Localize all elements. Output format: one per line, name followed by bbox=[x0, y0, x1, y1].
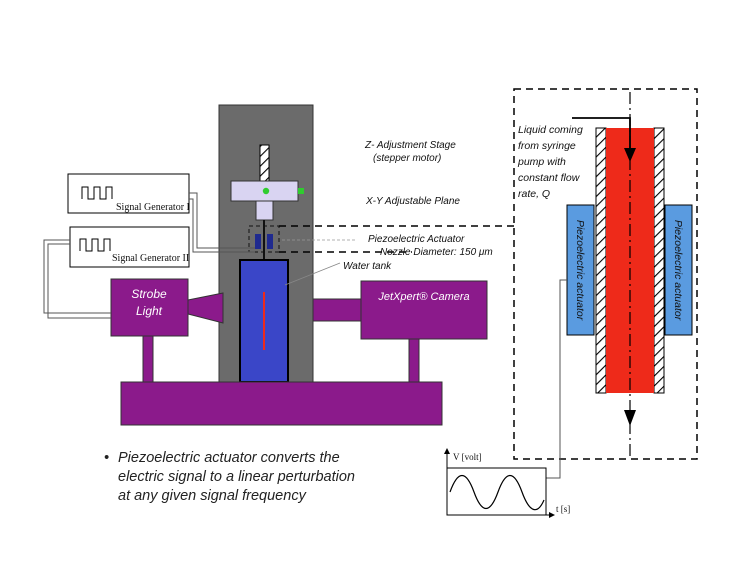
outflow-arrowhead bbox=[624, 410, 636, 426]
z-stage-sublabel: (stepper motor) bbox=[373, 153, 441, 164]
x-axis-arrow bbox=[549, 512, 555, 518]
actuator-block-right bbox=[267, 234, 273, 249]
piezo-actuator-label: Piezoelectric Actuator bbox=[368, 234, 465, 245]
nozzle-diameter-label: Nozzle Diameter: 150 μm bbox=[380, 247, 493, 258]
camera-leg bbox=[408, 338, 420, 383]
wire-gen2-strobe bbox=[43, 239, 111, 314]
xy-plane-knob bbox=[298, 188, 304, 194]
signal-generator-2 bbox=[69, 226, 190, 268]
bullet-line-2: electric signal to a linear perturbation bbox=[118, 469, 355, 485]
liquid-channel bbox=[606, 128, 654, 393]
nozzle-wall-right bbox=[653, 127, 665, 394]
piezo-right-label: Piezoelectric actuator bbox=[672, 220, 684, 321]
strobe-label-1: Strobe bbox=[131, 287, 167, 301]
wire-gen1-actuator-b bbox=[189, 198, 255, 253]
xy-plane-mount bbox=[255, 200, 274, 221]
strobe-lens bbox=[187, 292, 224, 324]
bullet-line-1: Piezoelectric actuator converts the bbox=[118, 450, 340, 466]
graph-x-axis-label: t [s] bbox=[556, 504, 570, 514]
piezo-actuator-right bbox=[664, 204, 693, 336]
liquid-label-1: Liquid coming bbox=[518, 124, 583, 136]
camera-label: JetXpert® Camera bbox=[377, 291, 469, 303]
piezo-left-label: Piezoelectric actuator bbox=[574, 220, 586, 321]
wire-gen2-strobe-b bbox=[47, 243, 111, 319]
water-tank-label: Water tank bbox=[343, 261, 392, 272]
camera-lens bbox=[312, 298, 362, 322]
bullet-line-3: at any given signal frequency bbox=[118, 488, 307, 504]
wire-gen1-actuator bbox=[189, 192, 255, 249]
base-platform bbox=[120, 381, 443, 426]
liquid-label-3: pump with bbox=[517, 156, 566, 168]
liquid-label-5: rate, Q bbox=[518, 188, 550, 200]
strobe-leg bbox=[142, 335, 154, 383]
wire-graph-piezo bbox=[546, 279, 567, 479]
y-axis-arrow bbox=[444, 448, 450, 454]
camera-body bbox=[360, 280, 488, 340]
xy-plane-label: X-Y Adjustable Plane bbox=[365, 196, 460, 207]
inflow-arrowhead bbox=[624, 148, 636, 162]
graph-y-axis-label: V [volt] bbox=[453, 452, 482, 462]
nozzle-wall-left bbox=[595, 127, 607, 394]
signal-generator-1-label: Signal Generator I bbox=[116, 202, 190, 213]
square-wave-2 bbox=[79, 238, 111, 252]
strobe-light bbox=[110, 278, 189, 337]
liquid-label-4: constant flow bbox=[518, 172, 581, 184]
leader-water-tank bbox=[284, 262, 341, 286]
bullet-symbol: • bbox=[104, 450, 109, 466]
signal-generator-2-label: Signal Generator II bbox=[112, 253, 189, 264]
strobe-label-2: Light bbox=[136, 304, 163, 318]
square-wave-1 bbox=[81, 186, 113, 200]
sine-wave bbox=[449, 474, 545, 511]
z-stage-label: Z- Adjustment Stage bbox=[364, 140, 456, 151]
liquid-label-2: from syringe bbox=[518, 140, 576, 152]
inflow-arrow-line bbox=[572, 117, 631, 150]
piezo-actuator-left bbox=[566, 204, 595, 336]
z-stage-screw bbox=[259, 144, 270, 184]
actuator-block-left bbox=[255, 234, 261, 249]
xy-plane-indicator bbox=[262, 187, 270, 195]
